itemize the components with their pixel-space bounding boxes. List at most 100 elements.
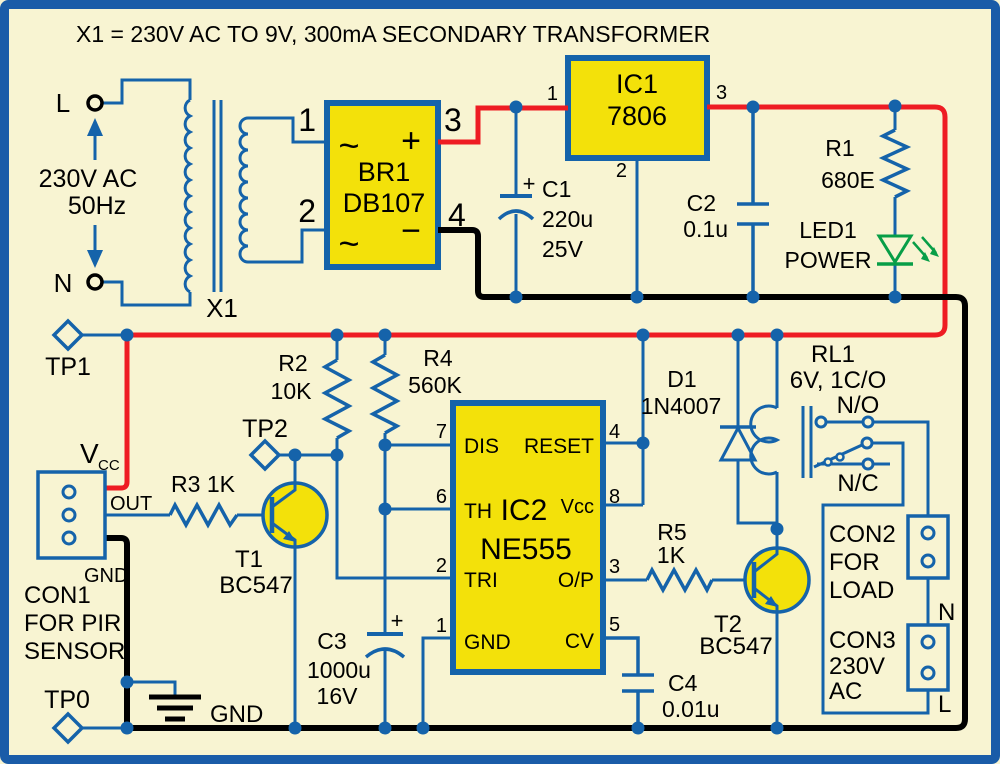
t1-emitter-arrow bbox=[283, 531, 296, 542]
con3-live-label: L bbox=[938, 691, 951, 718]
vcc-drop-con1 bbox=[105, 335, 130, 491]
con1-gnd-label: GND bbox=[84, 565, 128, 587]
connector-con3 bbox=[906, 623, 950, 692]
br1-pin1: 1 bbox=[298, 102, 316, 138]
tp2-label: TP2 bbox=[242, 415, 288, 443]
ic2-pin4: 4 bbox=[609, 421, 620, 443]
con3-neutral-label: N bbox=[938, 599, 955, 626]
rl1-ref: RL1 bbox=[811, 341, 855, 368]
testpoint-tp0 bbox=[51, 711, 85, 745]
ic1-pin3: 3 bbox=[716, 82, 727, 104]
resistor-r3 bbox=[168, 501, 239, 529]
neutral-label: N bbox=[54, 268, 73, 298]
connector-con2 bbox=[906, 514, 950, 580]
t1-part: BC547 bbox=[219, 572, 292, 599]
resistor-r1 bbox=[878, 106, 912, 297]
t2-part: BC547 bbox=[699, 633, 772, 660]
rl1-nc-label: N/C bbox=[837, 470, 878, 497]
arrow-down-icon bbox=[87, 250, 103, 268]
no-contact-wire bbox=[827, 420, 930, 516]
ic2-dis: DIS bbox=[464, 435, 499, 458]
c2-value: 0.1u bbox=[683, 216, 728, 242]
connector-con1 bbox=[36, 470, 107, 560]
ic2-pin7: 7 bbox=[436, 421, 447, 443]
ic1-pin2: 2 bbox=[616, 160, 627, 182]
br1-pin4: 4 bbox=[448, 197, 466, 233]
ic2-part: NE555 bbox=[480, 533, 572, 566]
c3-plus: + bbox=[391, 608, 404, 633]
br1-ac1-symbol: ~ bbox=[338, 125, 359, 166]
t2-ref: T2 bbox=[714, 611, 742, 638]
ground-bus bbox=[105, 227, 968, 731]
neutral-terminal bbox=[86, 273, 104, 291]
gnd-tap-wire bbox=[127, 680, 177, 696]
rl1-spec: 6V, 1C/O bbox=[790, 367, 887, 394]
transformer-ref: X1 bbox=[206, 293, 238, 323]
c3-ref: C3 bbox=[317, 628, 346, 654]
ground-symbol bbox=[149, 694, 201, 722]
con1-gnd-wire bbox=[105, 535, 130, 728]
frequency-label: 50Hz bbox=[68, 192, 126, 220]
tp0-label: TP0 bbox=[44, 686, 90, 714]
br1-minus-symbol: − bbox=[401, 212, 421, 250]
relay-core bbox=[801, 406, 813, 478]
con3-desc1: 230V bbox=[829, 653, 885, 680]
r1-ref: R1 bbox=[825, 135, 854, 161]
transistor-t1 bbox=[261, 455, 329, 728]
t2-emitter-arrow bbox=[765, 596, 778, 607]
live-terminal bbox=[86, 94, 104, 112]
con1-out-label: OUT bbox=[110, 493, 152, 515]
cap-c4 bbox=[603, 636, 654, 728]
br1-output-wire bbox=[438, 105, 568, 145]
ic2-ref: IC2 bbox=[501, 494, 548, 527]
resistor-r4 bbox=[369, 335, 453, 633]
c4-ref: C4 bbox=[668, 670, 698, 696]
br1-plus-symbol: + bbox=[401, 122, 421, 160]
c3-value: 1000u bbox=[307, 657, 371, 683]
r5-ref: R5 bbox=[657, 519, 686, 545]
live-label: L bbox=[56, 88, 70, 118]
labels: L N 230V AC 50Hz X1 1 2 3 4 ~ + BR1 DB10… bbox=[24, 69, 955, 728]
r2-ref: R2 bbox=[278, 350, 307, 376]
relay-contact-terminals bbox=[814, 415, 875, 471]
led1-ref: LED1 bbox=[799, 217, 857, 243]
con2-desc2: LOAD bbox=[829, 577, 894, 604]
timer-ic2-body bbox=[450, 400, 606, 675]
ic2-gnd-wire bbox=[421, 636, 453, 728]
positive-rail bbox=[105, 104, 948, 491]
transistor-t2 bbox=[743, 529, 811, 728]
ic2-pin5: 5 bbox=[609, 614, 620, 636]
schematic-title: X1 = 230V AC TO 9V, 300mA SECONDARY TRAN… bbox=[76, 21, 710, 47]
ic1-part: 7806 bbox=[607, 101, 667, 131]
br1-pin2: 2 bbox=[298, 193, 316, 229]
reset-vcc-wire bbox=[603, 335, 645, 507]
common-pole-wire bbox=[821, 441, 930, 715]
bridge-rectifier-body bbox=[324, 100, 441, 270]
ic2-pin6: 6 bbox=[436, 486, 447, 508]
c1-rating: 25V bbox=[542, 236, 584, 262]
arrow-up-icon bbox=[87, 118, 103, 136]
rl1-no-label: N/O bbox=[837, 392, 880, 419]
c1-plus: + bbox=[523, 171, 536, 196]
cap-c3 bbox=[364, 632, 406, 728]
r3-label: R3 1K bbox=[171, 471, 236, 497]
vcc-label: V bbox=[80, 438, 99, 469]
secondary-coil bbox=[238, 116, 249, 264]
ic2-pin8: 8 bbox=[609, 486, 620, 508]
ic2-pin1: 1 bbox=[436, 615, 447, 637]
ic2-tri: TRI bbox=[464, 569, 498, 592]
c2-ref: C2 bbox=[687, 190, 716, 216]
br1-ref: BR1 bbox=[358, 157, 411, 187]
t1-ref: T1 bbox=[235, 546, 263, 573]
led1-symbol bbox=[876, 234, 939, 266]
br1-part: DB107 bbox=[343, 188, 426, 218]
voltage-label: 230V AC bbox=[39, 165, 138, 193]
led1-function: POWER bbox=[785, 247, 872, 273]
primary-coil bbox=[183, 98, 194, 294]
con2-name: CON2 bbox=[829, 521, 896, 548]
r4-value: 560K bbox=[408, 372, 462, 398]
ic2-th: TH bbox=[464, 500, 492, 523]
